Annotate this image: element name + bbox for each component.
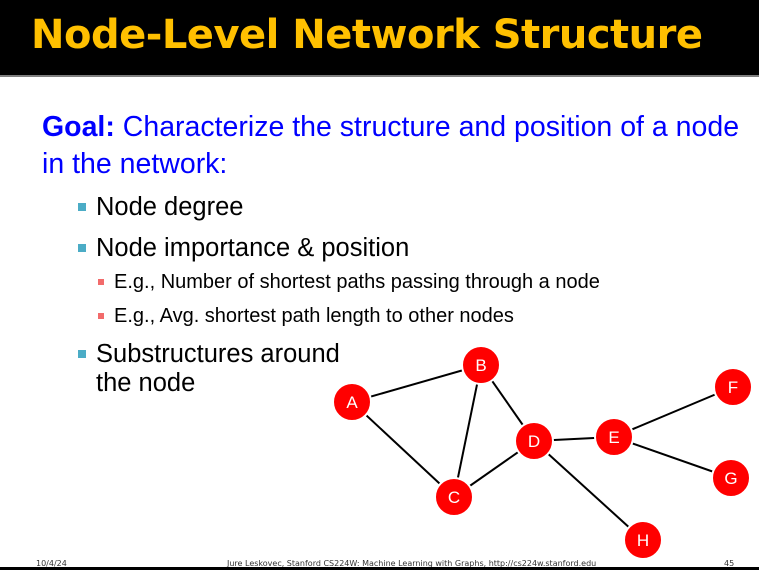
node-label: A: [346, 393, 358, 412]
footer-credit: Jure Leskovec, Stanford CS224W: Machine …: [227, 559, 597, 568]
bullet-text: the node: [96, 369, 196, 397]
node-label: E: [608, 428, 619, 447]
bullet-marker-icon: [78, 203, 86, 211]
node-label: H: [637, 531, 649, 550]
graph-node-g: G: [711, 458, 751, 498]
bullet-text: Node importance & position: [96, 234, 410, 262]
graph-node-d: D: [514, 421, 554, 461]
node-circle: [713, 367, 753, 407]
graph-node-h: H: [623, 520, 663, 560]
edge-a-b: [351, 364, 482, 403]
node-label: G: [724, 469, 737, 488]
footer-date: 10/4/24: [36, 559, 67, 568]
goal-label: Goal:: [42, 111, 115, 143]
sub-bullet-marker-icon: [98, 313, 104, 319]
graph-node-b: B: [461, 345, 501, 385]
node-circle: [514, 421, 554, 461]
edge-e-f: [613, 386, 734, 438]
node-circle: [594, 417, 634, 457]
node-label: C: [448, 488, 460, 507]
edge-a-c: [351, 401, 455, 498]
graph-node-c: C: [434, 477, 474, 517]
title-bar: Node-Level Network Structure: [0, 0, 759, 77]
node-circle: [332, 382, 372, 422]
bullet-marker-icon: [78, 350, 86, 358]
graph-node-e: E: [594, 417, 634, 457]
sub-bullet-text: E.g., Number of shortest paths passing t…: [114, 271, 600, 293]
footer-page-number: 45: [724, 559, 735, 568]
slide-title: Node-Level Network Structure: [31, 12, 703, 58]
sub-bullet-text: E.g., Avg. shortest path length to other…: [114, 305, 514, 327]
edge-b-c: [453, 364, 482, 498]
bullet-text: Substructures around: [96, 340, 340, 368]
graph-node-a: A: [332, 382, 372, 422]
graph-nodes: A B C D E F G H: [332, 345, 753, 560]
sub-bullet-marker-icon: [98, 279, 104, 285]
goal-text: Characterize the structure and position …: [42, 111, 740, 180]
node-circle: [434, 477, 474, 517]
goal-statement: Goal: Characterize the structure and pos…: [42, 109, 742, 183]
node-label: F: [728, 378, 738, 397]
node-circle: [623, 520, 663, 560]
bullet-marker-icon: [78, 244, 86, 252]
graph-node-f: F: [713, 367, 753, 407]
edge-d-h: [533, 440, 644, 541]
bullet-text: Node degree: [96, 193, 244, 221]
footer-rule: [0, 567, 759, 570]
node-label: B: [475, 356, 486, 375]
node-label: D: [528, 432, 540, 451]
node-circle: [461, 345, 501, 385]
edge-e-g: [613, 436, 732, 479]
node-circle: [711, 458, 751, 498]
